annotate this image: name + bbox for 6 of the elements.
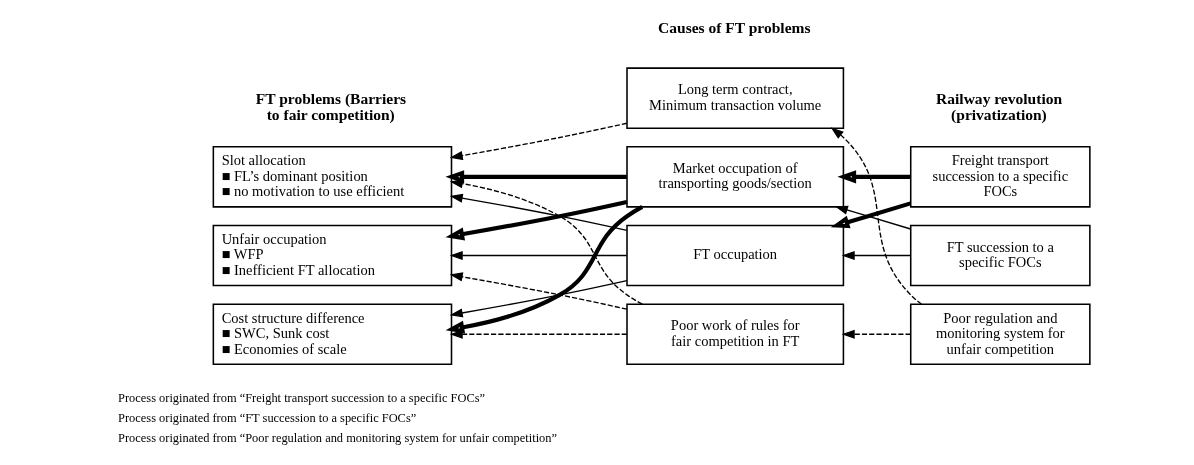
legend-label: Process originated from “Poor regulation and monitoring system for unfair competition” (117, 430, 557, 445)
label: FT problems (Barriers to fair competition) (255, 90, 406, 123)
label: Railway revolution (privatization) (935, 90, 1062, 123)
label: Causes of FT problems (657, 19, 811, 37)
legend-label: Process originated from “FT succession to a specific FOCs” (117, 410, 416, 425)
legend-label: Process originated from “Freight transport succession to a specific FOCs” (117, 391, 485, 406)
